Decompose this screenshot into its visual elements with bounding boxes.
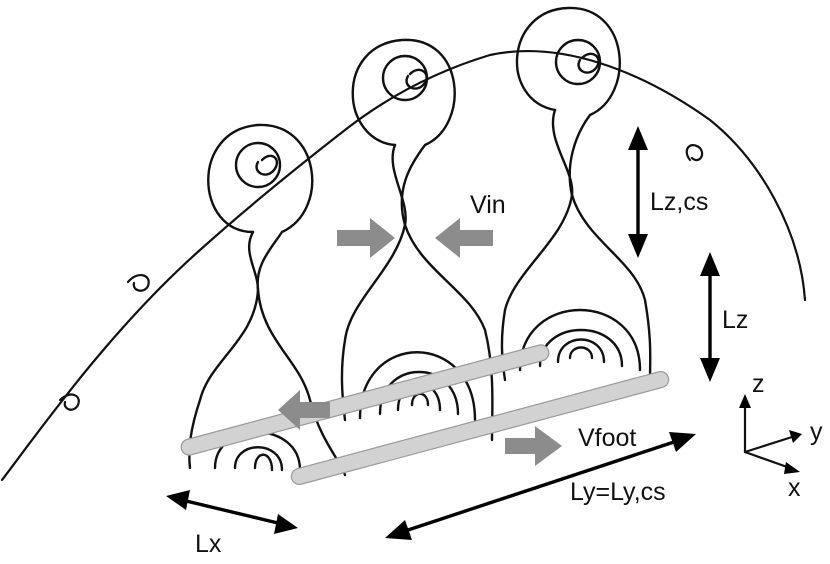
axis-z-label: z [752, 370, 765, 398]
axis-y-line [743, 435, 794, 454]
flux-loop-1 [188, 123, 347, 477]
footpoint-lane-back [180, 344, 550, 456]
foot-arrow-left [278, 390, 330, 430]
label-ly: Ly=Ly,cs [570, 478, 666, 506]
inflow-arrow-right [337, 218, 395, 258]
flux-loop-3 [500, 6, 652, 382]
label-lzcs: Lz,cs [650, 188, 708, 216]
coordinate-axes [739, 394, 802, 474]
axis-x-label: x [788, 474, 801, 502]
lzcs-dimension-arrow [628, 126, 648, 258]
footpoint-lane-front [290, 371, 670, 485]
axis-x-line [743, 450, 792, 470]
inflow-arrows [337, 218, 493, 258]
ly-dimension-arrow [385, 432, 696, 540]
lx-dimension-arrow [166, 490, 298, 534]
inflow-arrow-left [435, 218, 493, 258]
label-lx: Lx [195, 530, 222, 558]
overlying-arch-field-line [0, 50, 807, 482]
lz-dimension-arrow [700, 252, 720, 382]
label-vfoot: Vfoot [578, 424, 636, 452]
footpoint-arrows [278, 390, 562, 466]
axis-y-label: y [810, 418, 823, 446]
foot-arrow-right [505, 426, 562, 466]
label-lz: Lz [722, 306, 748, 334]
label-vin: Vin [470, 191, 506, 219]
footpoint-lanes [180, 344, 670, 485]
